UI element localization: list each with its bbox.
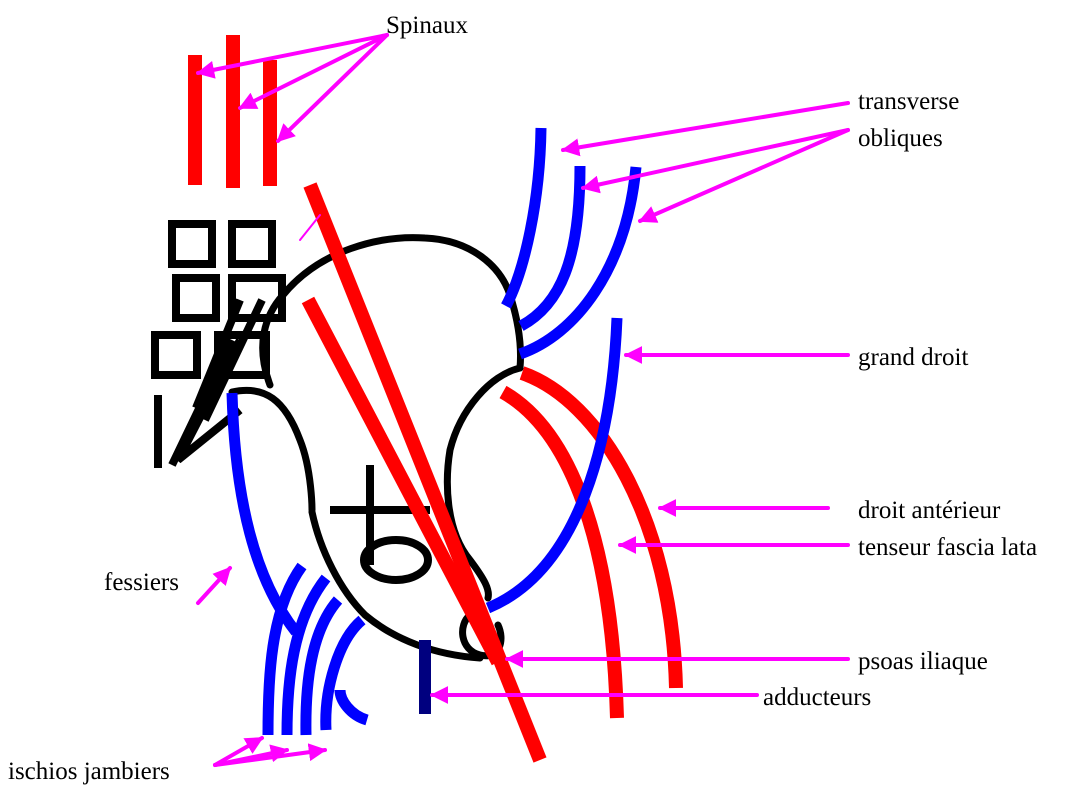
- obliques-arrow: [640, 130, 848, 221]
- label-droit-anterieur: droit antérieur: [858, 497, 1001, 524]
- hip-joint-symbol: [330, 465, 430, 580]
- transverse-muscle: [506, 128, 541, 306]
- ischio-jambier-muscle: [340, 690, 367, 720]
- transverse-arrow: [563, 103, 848, 150]
- label-grand-droit: grand droit: [858, 344, 968, 371]
- label-spinaux: Spinaux: [386, 12, 468, 39]
- label-ischios-jambiers: ischios jambiers: [8, 758, 170, 785]
- iliac-crest-outline: [283, 238, 521, 368]
- label-psoas-iliaque: psoas iliaque: [858, 648, 988, 675]
- label-transverse: transverse: [858, 88, 959, 115]
- sacrum-vertebrae: [155, 224, 282, 468]
- vertebra-block: [172, 224, 212, 264]
- spinaux-arrow: [240, 35, 387, 108]
- vertebra-block: [155, 335, 197, 375]
- label-obliques: obliques: [858, 125, 943, 152]
- label-tenseur-fascia-lata: tenseur fascia lata: [858, 534, 1037, 561]
- vertebra-block: [176, 278, 216, 318]
- label-fessiers: fessiers: [104, 569, 179, 596]
- upper-pointer-line: [300, 215, 320, 240]
- vertebra-block: [232, 224, 272, 264]
- spinaux-arrow: [278, 35, 387, 141]
- label-adducteurs: adducteurs: [763, 684, 871, 711]
- blue-muscles: [232, 128, 636, 735]
- fessiers-arrow: [198, 568, 230, 603]
